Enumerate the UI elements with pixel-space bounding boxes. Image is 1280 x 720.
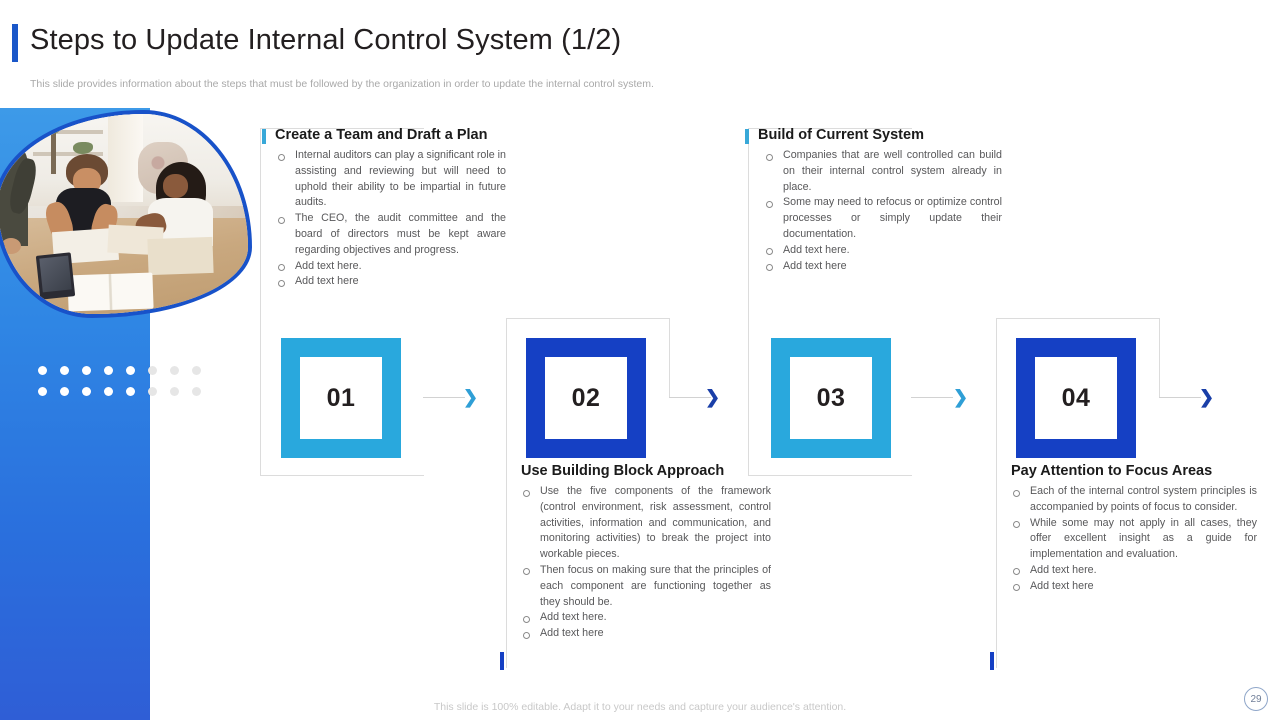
connector-line-01 [423, 397, 465, 398]
list-item: Add text here. [1009, 563, 1257, 579]
decorative-dot-grid [38, 366, 214, 408]
step-number-box-04[interactable]: 04 [1016, 338, 1136, 458]
step-number-box-02[interactable]: 02 [526, 338, 646, 458]
list-item: Internal auditors can play a significant… [274, 148, 506, 211]
step-01-title: Create a Team and Draft a Plan [275, 127, 488, 143]
list-item: Add text here [274, 274, 506, 290]
chevron-right-icon: ❯ [953, 387, 969, 407]
page-number-badge: 29 [1244, 687, 1268, 711]
step-02-bottom-accent-bar [500, 652, 504, 670]
list-item: Each of the internal control system prin… [1009, 484, 1257, 516]
step-01-number: 01 [326, 383, 356, 412]
title-accent-rule [12, 24, 18, 62]
step-02-number: 02 [571, 383, 601, 412]
connector-line-02 [669, 397, 711, 398]
chevron-right-icon: ❯ [463, 387, 479, 407]
step-02-heading: Use Building Block Approach [521, 462, 724, 480]
step-01-heading: Create a Team and Draft a Plan [262, 126, 487, 144]
heading-accent-bar-icon [262, 129, 266, 144]
connector-line-04 [1159, 397, 1201, 398]
step-02-frame-right [669, 318, 670, 398]
team-photo-blob [0, 110, 252, 318]
step-04-inner [1035, 357, 1117, 439]
connector-line-03 [911, 397, 953, 398]
chevron-right-icon: ❯ [705, 387, 721, 407]
list-item: Add text here. [762, 243, 1002, 259]
list-item: While some may not apply in all cases, t… [1009, 516, 1257, 563]
heading-accent-bar-icon [745, 129, 749, 144]
step-04-title: Pay Attention to Focus Areas [1011, 463, 1213, 479]
step-01-inner [300, 357, 382, 439]
list-item: Add text here [762, 259, 1002, 275]
list-item: Add text here [1009, 579, 1257, 595]
list-item: Then focus on making sure that the princ… [519, 563, 771, 610]
team-photo-image [0, 114, 248, 314]
step-number-box-03[interactable]: 03 [771, 338, 891, 458]
step-03-heading: Build of Current System [745, 126, 924, 144]
step-04-bottom-accent-bar [990, 652, 994, 670]
step-02-title: Use Building Block Approach [521, 463, 725, 479]
step-03-bullet-list: Companies that are well controlled can b… [762, 148, 1002, 274]
page-title: Steps to Update Internal Control System … [30, 24, 622, 56]
step-04-frame-top [996, 318, 1160, 319]
list-item: Add text here [519, 626, 771, 642]
step-03-number: 03 [816, 383, 846, 412]
step-02-frame-top [506, 318, 670, 319]
chevron-right-icon: ❯ [1199, 387, 1215, 407]
list-item: Companies that are well controlled can b… [762, 148, 1002, 195]
step-04-frame-right [1159, 318, 1160, 398]
step-03-frame-bottom [748, 128, 912, 476]
list-item: Use the five components of the framework… [519, 484, 771, 563]
step-01-frame-bottom [260, 128, 424, 476]
step-number-box-01[interactable]: 01 [281, 338, 401, 458]
step-03-title: Build of Current System [758, 127, 924, 143]
step-04-heading: Pay Attention to Focus Areas [1011, 462, 1212, 480]
step-04-number: 04 [1061, 383, 1091, 412]
page-subtitle: This slide provides information about th… [30, 78, 654, 90]
step-02-bullet-list: Use the five components of the framework… [519, 484, 771, 642]
list-item: Add text here. [519, 610, 771, 626]
step-02-inner [545, 357, 627, 439]
list-item: Some may need to refocus or optimize con… [762, 195, 1002, 242]
list-item: Add text here. [274, 259, 506, 275]
step-04-bullet-list: Each of the internal control system prin… [1009, 484, 1257, 595]
footer-note: This slide is 100% editable. Adapt it to… [433, 701, 847, 713]
list-item: The CEO, the audit committee and the boa… [274, 211, 506, 258]
step-01-bullet-list: Internal auditors can play a significant… [274, 148, 506, 290]
step-03-inner [790, 357, 872, 439]
